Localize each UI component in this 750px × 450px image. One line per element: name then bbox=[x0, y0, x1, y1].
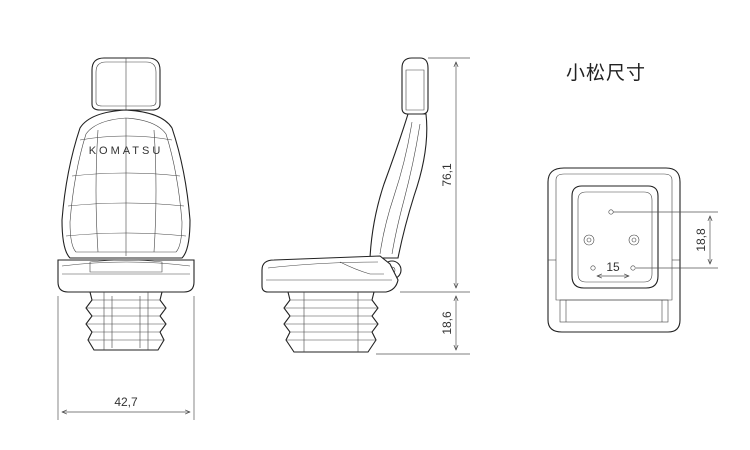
dimension-width: 42,7 bbox=[57, 296, 195, 420]
dimension-width-label: 42,7 bbox=[114, 395, 138, 409]
dimension-base-height-label: 18,6 bbox=[440, 311, 454, 335]
mounting-holes bbox=[583, 209, 640, 271]
front-view-seat: KOMATSU bbox=[57, 57, 195, 351]
dimension-base-height: 18,6 bbox=[376, 296, 470, 355]
side-suspension-bellows bbox=[283, 291, 379, 353]
side-view-seat bbox=[261, 57, 429, 353]
drawing-title: 小松尺寸 bbox=[566, 62, 647, 84]
front-cushion bbox=[57, 259, 195, 293]
dimension-back-height-label: 76,1 bbox=[440, 163, 454, 187]
side-backrest bbox=[369, 113, 428, 259]
side-cushion bbox=[261, 255, 399, 293]
front-suspension-bellows bbox=[85, 291, 167, 351]
front-backrest bbox=[61, 109, 191, 259]
side-headrest bbox=[401, 57, 429, 115]
seat-logo-text: KOMATSU bbox=[89, 145, 164, 157]
dimension-mount-spacing-v: 18,8 bbox=[613, 211, 718, 269]
seat-logo: KOMATSU bbox=[89, 145, 164, 157]
dimension-mount-spacing-h: 15 bbox=[597, 260, 629, 276]
dimension-back-height: 76,1 bbox=[400, 57, 470, 293]
dimension-mount-spacing-h-label: 15 bbox=[606, 260, 620, 274]
front-headrest bbox=[91, 57, 161, 111]
bottom-view-base bbox=[547, 167, 681, 333]
dimension-mount-spacing-v-label: 18,8 bbox=[694, 228, 708, 252]
